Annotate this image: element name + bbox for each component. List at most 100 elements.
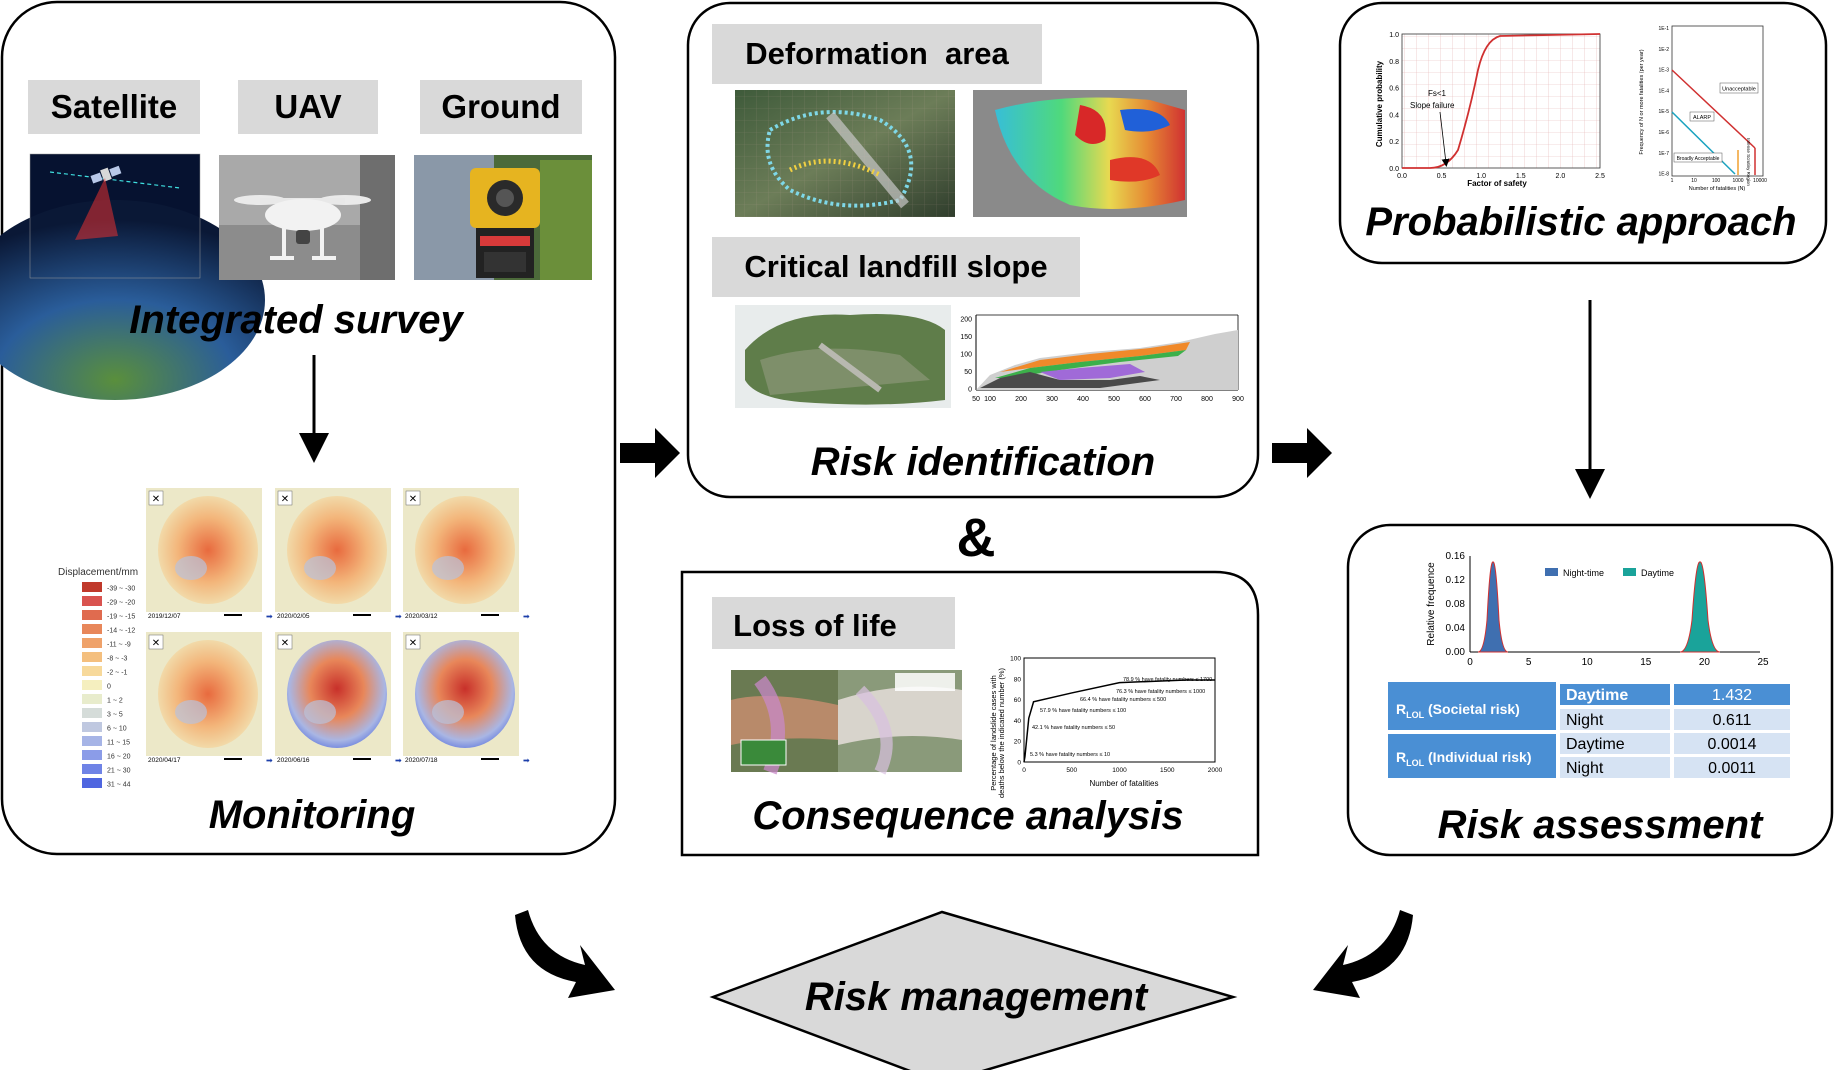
cdf-x-tick: 1.0	[1476, 173, 1486, 180]
close-icon: ✕	[281, 494, 289, 505]
profile-purple-layer	[1040, 364, 1145, 380]
cdf-y-tick: 0.6	[1389, 86, 1399, 93]
fatality-x-tick: 500	[1066, 767, 1077, 774]
cdf-x-tick: 1.5	[1516, 173, 1526, 180]
histogram-x-tick: 25	[1757, 657, 1769, 668]
fn-y-tick: 1E-8	[1658, 172, 1669, 178]
probabilistic-approach-title: Probabilistic approach	[1365, 200, 1796, 244]
fn-y-tick: 1E-7	[1658, 151, 1669, 157]
fatality-annotation: 66.4 % have fatality numbers ≤ 500	[1080, 697, 1166, 703]
fn-region-unacceptable: Unacceptable	[1722, 87, 1756, 93]
legend-item-label: -8 ~ -3	[107, 656, 128, 663]
legend-night-time: Night-time	[1563, 568, 1604, 578]
map-date-label: 2020/04/17	[148, 757, 181, 764]
night-time-distribution	[1477, 561, 1509, 653]
risk-table-value: 1.432	[1712, 687, 1752, 704]
landslide-photo-left	[731, 670, 838, 775]
histogram-y-tick: 0.16	[1446, 551, 1466, 562]
map-date-label: 2020/03/12	[405, 613, 438, 620]
histogram-y-tick: 0.08	[1446, 599, 1466, 610]
histogram-ylabel: Relative frequence	[1426, 562, 1437, 646]
profile-base-layer	[980, 372, 1160, 388]
fatality-chart-xlabel: Number of fatalities	[1090, 779, 1159, 788]
legend-swatch	[82, 624, 102, 634]
legend-swatch	[82, 610, 102, 620]
profile-x-tick: 700	[1170, 396, 1182, 403]
fn-x-tick: 10	[1691, 178, 1697, 184]
legend-swatch	[82, 694, 102, 704]
deformation-map-image	[735, 90, 955, 217]
legend-swatch	[82, 750, 102, 760]
profile-x-tick: 50	[972, 396, 980, 403]
fatality-annotation: 76.3 % have fatality numbers ≤ 1000	[1116, 689, 1205, 695]
satellite-image	[0, 153, 265, 400]
fs-cdf-xlabel: Factor of safety	[1467, 179, 1527, 188]
legend-swatch	[82, 722, 102, 732]
fn-xlabel: Number of fatalities (N)	[1689, 186, 1746, 192]
loss-of-life-label: Loss of life	[712, 597, 955, 649]
fatality-x-tick: 0	[1022, 767, 1026, 774]
fs-cdf-annotation-2: Slope failure	[1410, 101, 1455, 110]
deformation-map: ✕2020/03/12➡	[403, 488, 530, 621]
profile-x-tick: 300	[1046, 396, 1058, 403]
fn-x-tick: 1000	[1732, 178, 1743, 184]
fatality-y-tick: 60	[1014, 697, 1022, 704]
deformation-map: ✕2020/04/17➡	[146, 632, 273, 765]
legend-item-label: 1 ~ 2	[107, 698, 123, 705]
fn-x-tick: 10000	[1753, 178, 1767, 184]
cdf-x-tick: 0.0	[1397, 173, 1407, 180]
individual-risk-label: RLOL (Individual risk)	[1396, 749, 1531, 768]
legend-swatch	[82, 666, 102, 676]
displacement-legend: -39 ~ -30-29 ~ -20-19 ~ -15-14 ~ -12-11 …	[82, 582, 135, 789]
profile-y-tick: 50	[964, 369, 972, 376]
legend-item-label: -11 ~ -9	[107, 642, 131, 649]
next-arrow-icon: ➡	[523, 756, 530, 765]
fn-y-tick: 1E-2	[1658, 47, 1669, 53]
legend-swatch	[82, 582, 102, 592]
risk-management-title: Risk management	[805, 975, 1149, 1019]
fn-y-tick: 1E-4	[1658, 88, 1669, 94]
fatality-y-tick: 40	[1014, 718, 1022, 725]
fatality-y-tick: 20	[1014, 739, 1022, 746]
histogram-x-tick: 0	[1467, 657, 1473, 668]
legend-swatch	[82, 680, 102, 690]
fatality-annotation: 57.9 % have fatality numbers ≤ 100	[1040, 708, 1126, 714]
societal-risk-label: RLOL (Societal risk)	[1396, 701, 1520, 720]
deformation-heatmap-image	[973, 90, 1187, 217]
cdf-x-tick: 2.0	[1556, 173, 1566, 180]
loss-of-life-label-text: Loss of life	[733, 608, 897, 643]
histogram-y-tick: 0.04	[1446, 623, 1466, 634]
deformation-map: ✕2020/07/18➡	[403, 632, 530, 765]
consequence-analysis-title: Consequence analysis	[752, 794, 1183, 838]
close-icon: ✕	[409, 494, 417, 505]
legend-swatch	[82, 764, 102, 774]
deformation-map: ✕2020/06/16➡	[275, 632, 402, 765]
fatality-annotation: 78.9 % have fatality numbers ≤ 1700	[1123, 677, 1212, 683]
legend-item-label: 6 ~ 10	[107, 726, 127, 733]
profile-x-tick: 600	[1139, 396, 1151, 403]
histogram-y-tick: 0.00	[1446, 647, 1466, 658]
fn-y-tick: 1E-5	[1658, 109, 1669, 115]
risk-table-period: Daytime	[1566, 736, 1625, 753]
close-icon: ✕	[281, 638, 289, 649]
histogram-x-tick: 15	[1640, 657, 1652, 668]
legend-swatch	[82, 708, 102, 718]
map-date-label: 2020/02/05	[277, 613, 310, 620]
cdf-x-tick: 0.5	[1437, 173, 1447, 180]
next-arrow-icon: ➡	[395, 612, 402, 621]
legend-item-label: -29 ~ -20	[107, 600, 135, 607]
legend-swatch	[82, 736, 102, 746]
profile-x-tick: 800	[1201, 396, 1213, 403]
fs-cdf-ylabel: Cumulative probability	[1375, 60, 1384, 147]
arrow-monitoring-to-management	[515, 910, 615, 998]
arrow-survey-to-identification	[620, 428, 680, 478]
profile-y-tick: 150	[960, 334, 972, 341]
profile-y-tick: 100	[960, 352, 972, 359]
profile-y-tick: 200	[960, 317, 972, 324]
